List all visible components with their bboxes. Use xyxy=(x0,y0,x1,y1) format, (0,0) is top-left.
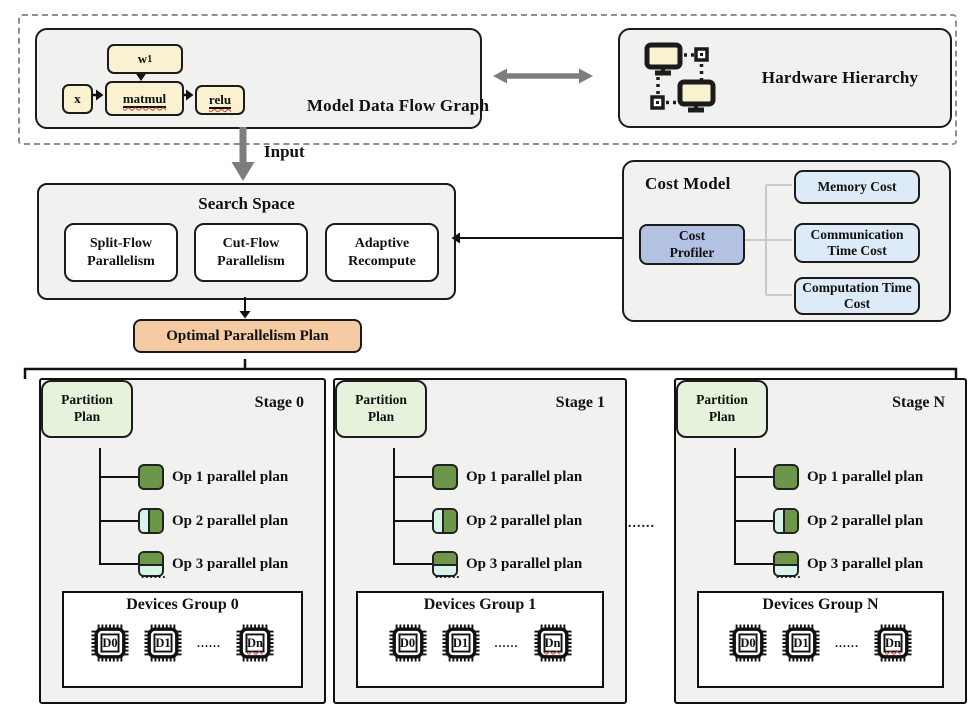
partition-plan-box: Partition Plan xyxy=(676,380,768,438)
op2-plan-icon xyxy=(138,508,164,534)
op1-label: Op 1 parallel plan xyxy=(172,468,289,485)
node-x: x xyxy=(62,84,93,114)
stage-n-panel: Partition Plan Stage N Op 1 parallel pla… xyxy=(674,378,967,704)
search-space-item-split-flow: Split-Flow Parallelism xyxy=(64,223,178,282)
node-matmul: matmul xyxy=(105,81,184,116)
cost-model-panel: Cost Model Cost Profiler Memory Cost Com… xyxy=(622,160,951,322)
stage-0-panel: Partition Plan Stage 0 Op 1 parallel pla… xyxy=(39,378,326,704)
computation-time-cost-box: Computation Time Cost xyxy=(794,277,920,315)
chip-d1-icon: D1 xyxy=(442,624,480,662)
search-space-item-cut-flow: Cut-Flow Parallelism xyxy=(194,223,308,282)
communication-time-cost-box: Communication Time Cost xyxy=(794,223,920,263)
op3-plan-icon xyxy=(773,551,799,577)
op1-plan-icon xyxy=(773,464,799,490)
cost-model-title: Cost Model xyxy=(645,174,731,193)
stage-label: Stage 1 xyxy=(555,394,605,411)
ops-ellipsis: ...... xyxy=(435,566,461,581)
op3-plan-icon xyxy=(432,551,458,577)
devices-group-box: Devices Group 0 D0 D1 ...... Dn xyxy=(62,591,303,688)
op2-label: Op 2 parallel plan xyxy=(466,512,583,529)
op1-plan-icon xyxy=(138,464,164,490)
devices-group-title: Devices Group 1 xyxy=(423,596,537,613)
ops-ellipsis: ...... xyxy=(141,566,167,581)
hardware-hierarchy-panel: Hardware Hierarchy xyxy=(618,28,952,128)
dfg-title: Model Data Flow Graph xyxy=(306,96,490,115)
tree-line xyxy=(734,448,736,565)
arrow-searchspace-to-plan xyxy=(239,297,251,319)
stages-bracket xyxy=(23,359,958,379)
chip-d1-icon: D1 xyxy=(782,624,820,662)
relu-label: relu xyxy=(208,92,232,109)
chip-d0-icon: D0 xyxy=(729,624,767,662)
op1-label: Op 1 parallel plan xyxy=(807,468,924,485)
devices-group-title: Devices Group N xyxy=(762,596,879,613)
chip-dn-icon: Dn xyxy=(874,624,912,662)
stage-label: Stage N xyxy=(892,394,945,411)
stage-label: Stage 0 xyxy=(254,394,304,411)
chip-d0-icon: D0 xyxy=(389,624,427,662)
search-space-item-adaptive-recompute: Adaptive Recompute xyxy=(325,223,439,282)
hw-title: Hardware Hierarchy xyxy=(761,68,919,87)
matmul-label: matmul xyxy=(122,90,167,108)
op2-plan-icon xyxy=(773,508,799,534)
search-space-title: Search Space xyxy=(198,194,295,213)
op2-label: Op 2 parallel plan xyxy=(807,512,924,529)
op1-label: Op 1 parallel plan xyxy=(466,468,583,485)
op1-plan-icon xyxy=(432,464,458,490)
chip-d1-icon: D1 xyxy=(144,624,182,662)
tree-line xyxy=(99,448,101,565)
stage-gap-ellipsis: ...... xyxy=(628,516,655,531)
partition-plan-box: Partition Plan xyxy=(335,380,427,438)
op2-label: Op 2 parallel plan xyxy=(172,512,289,529)
input-dashed-frame xyxy=(18,14,957,145)
stage-1-panel: Partition Plan Stage 1 Op 1 parallel pla… xyxy=(333,378,627,704)
op3-plan-icon xyxy=(138,551,164,577)
devices-group-title: Devices Group 0 xyxy=(126,596,239,613)
partition-plan-box: Partition Plan xyxy=(41,380,133,438)
arrow-costmodel-to-searchspace xyxy=(451,232,623,244)
input-label: Input xyxy=(264,142,305,161)
chip-d0-icon: D0 xyxy=(91,624,129,662)
optimal-parallelism-plan-box: Optimal Parallelism Plan xyxy=(133,319,362,353)
tree-line xyxy=(393,448,395,565)
op3-label: Op 3 parallel plan xyxy=(172,555,289,572)
chip-dn-icon: Dn xyxy=(236,624,274,662)
w1-subscript: 1 xyxy=(147,53,153,65)
chips-ellipsis: ...... xyxy=(197,635,221,650)
x-label: x xyxy=(74,91,81,106)
devices-group-box: Devices Group N D0 D1 ...... Dn xyxy=(697,591,944,688)
w1-label: w xyxy=(137,51,148,66)
memory-cost-box: Memory Cost xyxy=(794,170,920,204)
node-relu: relu xyxy=(195,85,245,115)
devices-group-box: Devices Group 1 D0 D1 ...... Dn xyxy=(356,591,604,688)
op3-label: Op 3 parallel plan xyxy=(807,555,924,572)
chips-ellipsis: ...... xyxy=(494,635,519,650)
chip-dn-icon: Dn xyxy=(534,624,572,662)
ops-ellipsis: ...... xyxy=(776,566,802,581)
cost-profiler-box: Cost Profiler xyxy=(639,224,745,265)
op3-label: Op 3 parallel plan xyxy=(466,555,583,572)
search-space-panel: Search Space Split-Flow Parallelism Cut-… xyxy=(37,183,456,300)
chips-ellipsis: ...... xyxy=(835,635,859,650)
monitor-network-icon xyxy=(644,42,716,113)
op2-plan-icon xyxy=(432,508,458,534)
